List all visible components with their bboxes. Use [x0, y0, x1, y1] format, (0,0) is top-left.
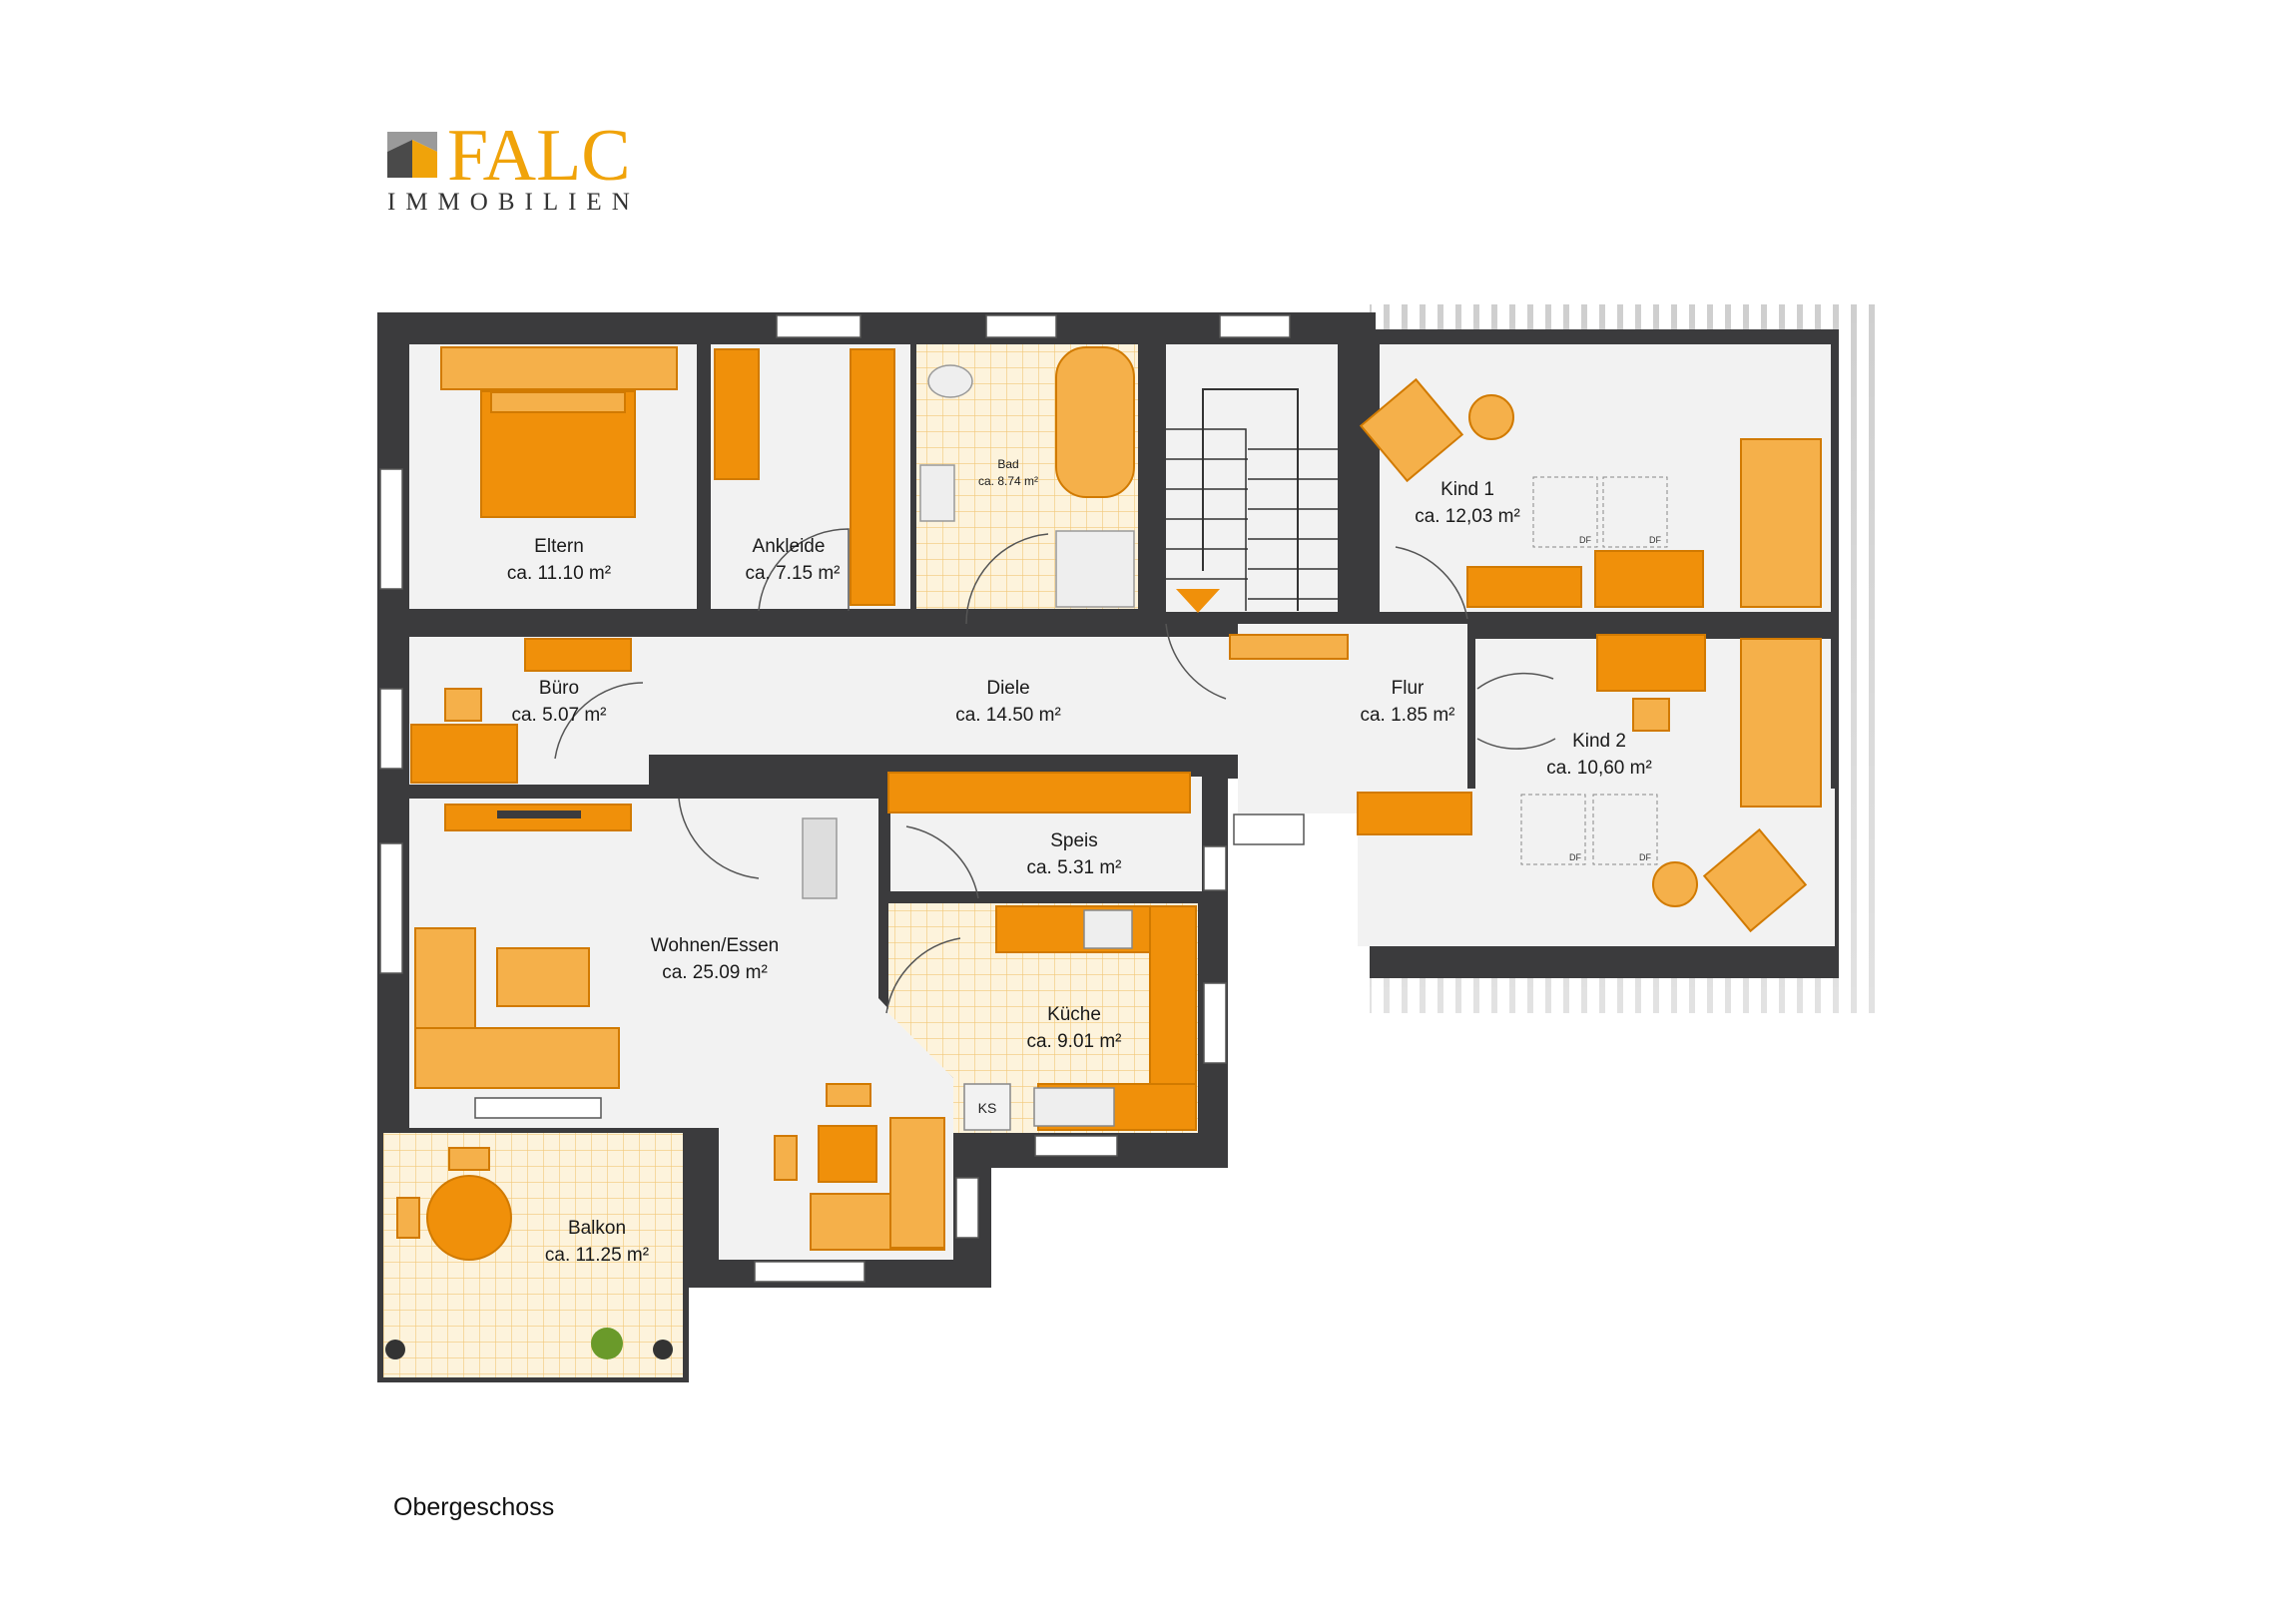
- sofa: [414, 1027, 620, 1089]
- room-name-kind2: Kind 2: [1572, 731, 1626, 752]
- df-label: DF: [1649, 535, 1661, 545]
- bathtub-icon: [1055, 346, 1135, 498]
- room-name-balkon: Balkon: [568, 1218, 626, 1239]
- planter-icon: [385, 1340, 405, 1359]
- single-bed: [1740, 438, 1822, 608]
- room-stairs: [1166, 344, 1338, 612]
- room-kueche: [888, 903, 1198, 1133]
- roof-window-icon: [1592, 794, 1658, 865]
- room-name-diele: Diele: [986, 678, 1029, 699]
- fridge-label: KS: [978, 1100, 997, 1116]
- room-name-speis: Speis: [1050, 830, 1098, 851]
- room-area-bad: ca. 8.74 m²: [978, 474, 1038, 488]
- roof-window-icon: [1520, 794, 1586, 865]
- tv-icon: [497, 811, 581, 818]
- balcony-table: [426, 1175, 512, 1261]
- windows: [379, 314, 1305, 1283]
- chair: [1632, 698, 1670, 732]
- shelf: [1357, 792, 1472, 835]
- brand-logo: FALC IMMOBILIEN: [387, 115, 640, 216]
- planter-icon: [653, 1340, 673, 1359]
- kitchen-sink-icon: [1033, 1087, 1115, 1127]
- shower-icon: [1055, 530, 1135, 608]
- toilet-icon: [927, 364, 973, 398]
- staircase: [1166, 388, 1338, 613]
- round-table: [1652, 861, 1698, 907]
- room-area-flur: ca. 1.85 m²: [1360, 705, 1454, 726]
- floor-label: Obergeschoss: [393, 1493, 554, 1521]
- room-balkon: [383, 1133, 683, 1377]
- wardrobe: [850, 348, 895, 606]
- room-name-eltern: Eltern: [534, 536, 584, 557]
- round-table: [1468, 394, 1514, 440]
- roof-window-icon: [1602, 476, 1668, 548]
- room-name-kueche: Küche: [1047, 1004, 1101, 1025]
- df-label: DF: [1639, 852, 1651, 862]
- room-area-wohnen: ca. 25.09 m²: [662, 962, 768, 983]
- chair: [396, 1197, 420, 1239]
- chair: [448, 1147, 490, 1171]
- roof-window-icon: [1532, 476, 1598, 548]
- wardrobe: [714, 348, 760, 480]
- room-name-bad: Bad: [997, 457, 1018, 471]
- door-swings: [554, 528, 1556, 1014]
- room-name-kind1: Kind 1: [1440, 479, 1494, 500]
- room-name-buero: Büro: [539, 678, 579, 699]
- armchair: [1359, 377, 1464, 483]
- room-area-kind2: ca. 10,60 m²: [1546, 758, 1652, 779]
- armchair: [1702, 827, 1808, 933]
- brand-name: FALC: [447, 115, 631, 197]
- desk: [1594, 550, 1704, 608]
- sink-icon: [919, 464, 955, 522]
- room-area-balkon: ca. 11.25 m²: [545, 1245, 649, 1266]
- stair-direction-arrow-icon: [1176, 589, 1220, 613]
- single-bed: [1740, 638, 1822, 808]
- coffee-table: [496, 947, 590, 1007]
- room-area-ankleide: ca. 7.15 m²: [745, 563, 840, 584]
- plant-icon: [591, 1328, 623, 1359]
- dining-table: [818, 1125, 877, 1183]
- flur-bench: [1229, 634, 1349, 660]
- room-name-ankleide: Ankleide: [753, 536, 826, 557]
- office-desk: [410, 724, 518, 784]
- chair: [774, 1135, 798, 1181]
- desk: [1596, 634, 1706, 692]
- cooktop-icon: [1083, 909, 1133, 949]
- room-area-eltern: ca. 11.10 m²: [507, 563, 611, 584]
- room-area-buero: ca. 5.07 m²: [511, 705, 606, 726]
- room-labels: Eltern ca. 11.10 m² Ankleide ca. 7.15 m²…: [507, 457, 1652, 1266]
- furniture: DF DF DF DF: [385, 346, 1822, 1359]
- brand-subtitle: IMMOBILIEN: [387, 189, 640, 216]
- bed-headboard: [440, 346, 678, 390]
- fridge-icon: [963, 1083, 1011, 1131]
- df-label: DF: [1569, 852, 1581, 862]
- chair: [826, 1083, 871, 1107]
- room-area-speis: ca. 5.31 m²: [1026, 857, 1121, 878]
- room-area-kind1: ca. 12,03 m²: [1415, 506, 1520, 527]
- pantry-shelf: [887, 772, 1191, 813]
- shelf: [524, 638, 632, 672]
- df-label: DF: [1579, 535, 1591, 545]
- room-area-kueche: ca. 9.01 m²: [1026, 1031, 1121, 1052]
- desk: [1466, 566, 1582, 608]
- stove-icon: [802, 817, 838, 899]
- chair: [444, 688, 482, 722]
- room-name-flur: Flur: [1392, 678, 1425, 699]
- room-area-diele: ca. 14.50 m²: [955, 705, 1061, 726]
- falc-logo-icon: [387, 132, 437, 178]
- room-name-wohnen: Wohnen/Essen: [651, 935, 780, 956]
